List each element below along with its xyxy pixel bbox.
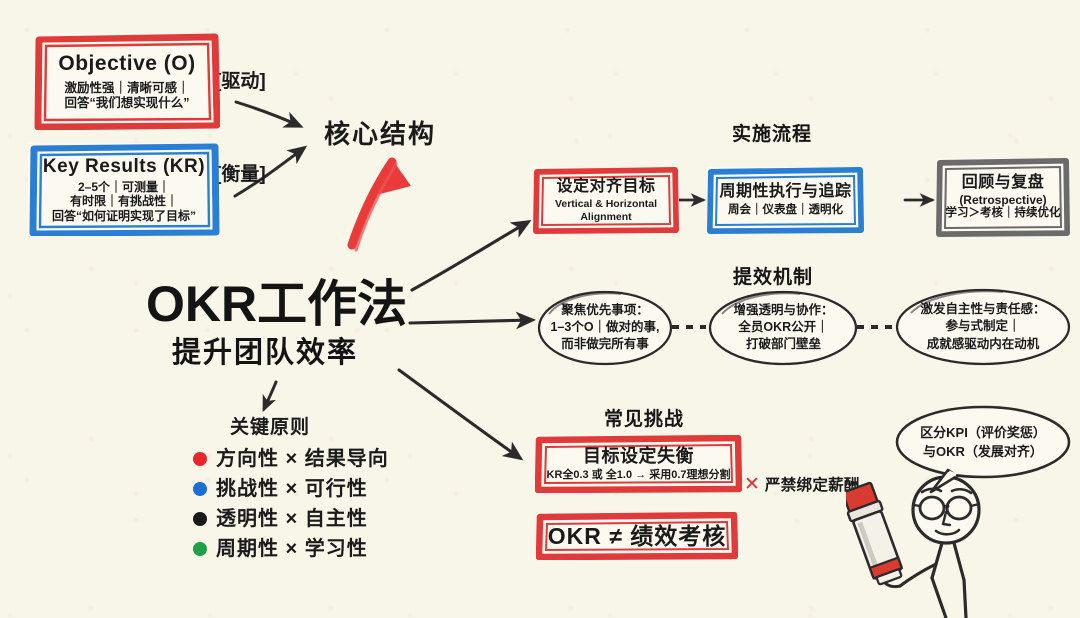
process-step-1-frame — [533, 167, 679, 234]
key-results-line-2: 有时限｜有挑战性｜ — [69, 194, 178, 209]
mechanism-item-3-line-1: 激发自主性与责任感： — [920, 302, 1046, 317]
challenge-box-2-frame — [536, 512, 738, 560]
key-principles-heading: 关键原则 — [230, 417, 311, 438]
objective-title: Objective (O) — [58, 52, 196, 76]
red-emphasis-arrow — [347, 157, 411, 252]
mechanism-item-2-line-3: 打破部门壁垒 — [745, 337, 821, 352]
process-step-3-title: 回顾与复盘 — [961, 174, 1045, 192]
objective-line-2: 回答“我们想实现什么” — [64, 95, 190, 110]
principle-item: 透明性 × 自主性 — [193, 506, 389, 532]
challenge-box-2: OKR ≠ 绩效考核 — [536, 512, 738, 560]
process-step-2: 周期性执行与追踪 周会｜仪表盘｜透明化 — [707, 167, 864, 234]
mechanism-item-3: 激发自主性与责任感： 参与式制定｜ 成就感驱动内在动机 — [893, 286, 1073, 368]
salary-warning: ✕ 严禁绑定薪酬 — [744, 473, 860, 495]
principle-item: 方向性 × 结果导向 — [193, 446, 389, 472]
key-principles-group: 关键原则 方向性 × 结果导向 挑战性 × 可行性 透明性 × 自主性 周期性 … — [193, 412, 389, 566]
kpi-speech-bubble: 区分KPI（评价奖惩） 与OKR（发展对齐） — [893, 404, 1073, 494]
kpi-speech-bubble-outline — [895, 405, 1071, 494]
arrow-center-to-process — [410, 219, 532, 292]
arrow-center-to-challenges — [397, 368, 524, 461]
red-marker-icon — [846, 481, 904, 586]
key-results-title: Key Results (KR) — [42, 155, 206, 177]
key-results-line-3: 回答“如何证明实现了目标” — [51, 208, 196, 223]
objective-box-frame — [34, 33, 220, 130]
mechanism-item-3-outline — [895, 288, 1071, 366]
mechanism-item-3-text: 激发自主性与责任感： 参与式制定｜ 成就感驱动内在动机 — [910, 301, 1055, 353]
key-results-box-frame — [28, 143, 220, 236]
bullet-dot-icon — [193, 452, 207, 466]
process-step-1-sub-2: Alignment — [580, 210, 632, 223]
mechanism-item-3-line-2: 参与式制定｜ — [945, 319, 1021, 334]
page-subtitle: 提升团队效率 — [172, 337, 359, 369]
mechanism-item-1-line-3: 而非做完所有事 — [561, 337, 649, 352]
challenges-heading: 常见挑战 — [604, 409, 685, 430]
arrow-keyresults-to-core — [233, 145, 308, 198]
page-title: OKR工作法 — [146, 276, 408, 332]
challenge-box-1-frame — [535, 435, 742, 493]
salary-warning-text: 严禁绑定薪酬 — [764, 477, 860, 494]
process-step-2-frame — [707, 167, 864, 234]
principle-label: 透明性 × 自主性 — [216, 508, 368, 530]
mechanism-item-3-line-3: 成就感驱动内在动机 — [926, 336, 1040, 351]
core-structure-label: 核心结构 — [324, 119, 437, 149]
process-step-1-title: 设定对齐目标 — [556, 177, 656, 195]
mechanism-heading: 提效机制 — [733, 267, 814, 288]
arrow-center-to-mechanism — [408, 311, 537, 330]
bullet-dot-icon — [193, 512, 207, 526]
objective-box: Objective (O) 激励性强｜清晰可感｜ 回答“我们想实现什么” — [34, 33, 220, 130]
process-step-2-sub-1: 周会｜仪表盘｜透明化 — [728, 204, 843, 217]
process-heading: 实施流程 — [732, 124, 813, 145]
challenge-box-2-title: OKR ≠ 绩效考核 — [547, 522, 727, 549]
mechanism-item-2-text: 增强透明与协作： 全员OKR公开｜ 打破部门壁垒 — [723, 302, 843, 354]
challenge-box-1-sub: KR全0.3 或 全1.0 → 采用0.7理想分割 — [546, 468, 731, 481]
process-step-3-sub-2: 学习＞考核｜持续优化 — [945, 206, 1061, 219]
arrow-objective-to-core — [234, 100, 304, 128]
process-step-3-frame — [936, 158, 1070, 237]
drive-tag: [驱动] — [215, 71, 266, 92]
mechanism-item-1-line-2: 1–3个O｜做对的事, — [550, 319, 660, 334]
principle-item: 周期性 × 学习性 — [193, 536, 389, 562]
principle-label: 周期性 × 学习性 — [216, 538, 368, 560]
cross-mark-icon: ✕ — [744, 473, 760, 495]
process-step-3-sub-1: (Retrospective) — [959, 192, 1047, 207]
arrow-center-to-principles — [262, 380, 278, 413]
kpi-speech-bubble-text: 区分KPI（评价奖惩） 与OKR（发展对齐） — [893, 404, 1073, 482]
principle-label: 方向性 × 结果导向 — [216, 448, 389, 470]
stick-figure-with-marker — [846, 475, 981, 618]
mechanism-item-2-line-1: 增强透明与协作： — [733, 302, 834, 317]
measure-tag: [衡量] — [215, 164, 266, 185]
main-title-group: OKR工作法 提升团队效率 — [146, 279, 407, 371]
mechanism-item-2: 增强透明与协作： 全员OKR公开｜ 打破部门壁垒 — [706, 288, 861, 367]
process-step-1: 设定对齐目标 Vertical & Horizontal Alignment — [533, 167, 679, 234]
kpi-bubble-line-1: 区分KPI（评价奖惩） — [920, 425, 1046, 441]
bullet-dot-icon — [193, 542, 207, 556]
principle-label: 挑战性 × 可行性 — [216, 478, 368, 500]
mechanism-item-1-text: 聚焦优先事项： 1–3个O｜做对的事, 而非做完所有事 — [540, 302, 669, 354]
key-results-box: Key Results (KR) 2–5个｜可测量｜ 有时限｜有挑战性｜ 回答“… — [28, 143, 220, 236]
bullet-dot-icon — [193, 482, 207, 496]
mechanism-item-1-outline — [537, 290, 673, 366]
challenge-box-1-title: 目标设定失衡 — [583, 446, 694, 467]
mechanism-item-1-line-1: 聚焦优先事项： — [561, 302, 649, 317]
mechanism-item-2-outline — [708, 290, 858, 366]
mechanism-item-2-line-2: 全员OKR公开｜ — [738, 319, 829, 334]
kpi-bubble-line-2: 与OKR（发展对齐） — [923, 444, 1043, 459]
key-results-line-1: 2–5个｜可测量｜ — [77, 179, 171, 194]
mechanism-item-1: 聚焦优先事项： 1–3个O｜做对的事, 而非做完所有事 — [535, 288, 675, 367]
process-step-3: 回顾与复盘 (Retrospective) 学习＞考核｜持续优化 — [936, 158, 1070, 237]
principle-item: 挑战性 × 可行性 — [193, 476, 389, 502]
objective-line-1: 激励性强｜清晰可感｜ — [64, 80, 190, 95]
process-step-2-title: 周期性执行与追踪 — [719, 182, 852, 200]
challenge-box-1: 目标设定失衡 KR全0.3 或 全1.0 → 采用0.7理想分割 — [535, 435, 742, 493]
process-step-1-sub-1: Vertical & Horizontal — [554, 198, 658, 211]
